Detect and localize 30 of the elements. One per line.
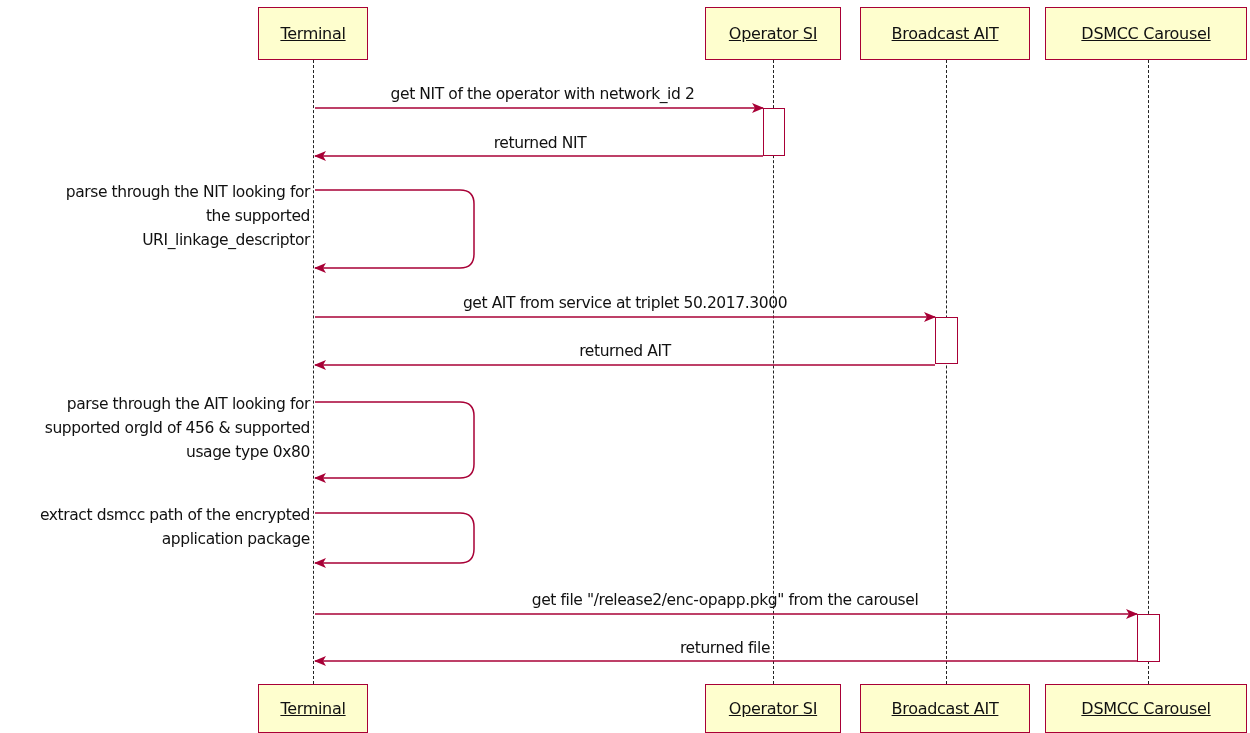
message-arrow [314, 609, 1138, 619]
participant-box: Operator SI [705, 7, 841, 60]
activation-bar [935, 317, 958, 364]
self-message-arrow [314, 512, 475, 568]
message-label: returned AIT [578, 341, 673, 362]
message-label: extract dsmcc path of the encrypted application package [39, 505, 310, 550]
activation-bar [1137, 614, 1160, 662]
message-label: get NIT of the operator with network_id 2 [389, 84, 696, 105]
message-arrow [314, 103, 764, 113]
message-label: returned NIT [492, 133, 588, 154]
lifeline [313, 60, 315, 684]
participant-box: Terminal [258, 7, 368, 60]
participant-box: Broadcast AIT [860, 7, 1030, 60]
participant-box: Operator SI [705, 684, 841, 733]
message-label: returned file [678, 638, 772, 659]
self-message-arrow [314, 401, 475, 483]
participant-box: DSMCC Carousel [1045, 7, 1247, 60]
message-arrow [314, 151, 764, 161]
message-arrow [314, 656, 1138, 666]
message-arrow [314, 360, 936, 370]
activation-bar [763, 108, 785, 156]
message-label: get file "/release2/enc-opapp.pkg" from the carousel [530, 590, 920, 611]
message-label: parse through the AIT looking for supported orgId of 456 & supported usage type 0x80 [43, 394, 310, 463]
participant-box: Broadcast AIT [860, 684, 1030, 733]
participant-box: Terminal [258, 684, 368, 733]
self-message-arrow [314, 189, 475, 273]
message-label: parse through the NIT looking for the supported URI_linkage_descriptor [64, 182, 310, 251]
participant-box: DSMCC Carousel [1045, 684, 1247, 733]
message-label: get AIT from service at triplet 50.2017.3000 [461, 293, 789, 314]
message-arrow [314, 312, 936, 322]
